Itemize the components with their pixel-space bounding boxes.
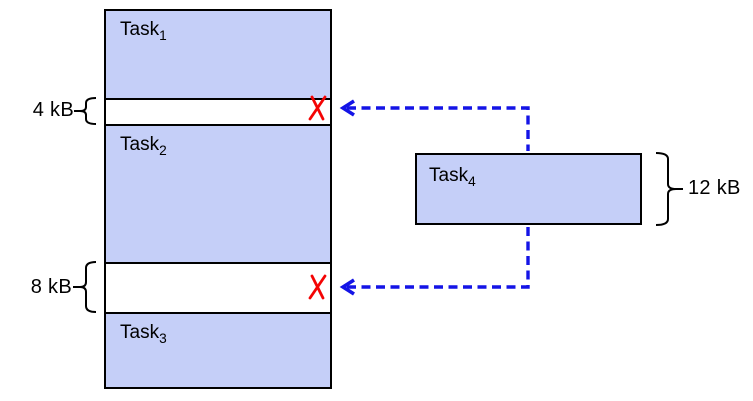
dashed-arrow-to-8kb-gap [347,227,530,289]
memory-column: Task1 Task2 Task3 [104,9,332,389]
task4-subscript: 4 [468,173,476,189]
task4-block: Task4 [415,153,642,225]
brace-12kb-icon [655,152,683,226]
arrowhead-left-8kb-icon [339,278,355,296]
memory-gap-4kb [106,100,330,124]
gap1-size-label: 4 kB [32,99,74,121]
task4-label: Task4 [429,165,476,189]
brace-4kb-icon [74,97,97,125]
memory-gap-8kb [106,264,330,312]
task3-label: Task3 [120,322,167,346]
gap2-size-label: 8 kB [30,276,72,298]
task4-size-label: 12 kB [688,177,741,199]
task1-label: Task1 [120,19,167,43]
memory-block-task1: Task1 [106,11,330,100]
task2-subscript: 2 [159,142,167,158]
memory-block-task3: Task3 [106,312,330,387]
memory-block-task2: Task2 [106,124,330,264]
task1-subscript: 1 [159,27,167,43]
arrowhead-left-4kb-icon [339,99,355,117]
task2-label: Task2 [120,134,167,158]
dashed-arrow-to-4kb-gap [347,106,530,151]
brace-8kb-icon [73,261,97,313]
task3-subscript: 3 [159,330,167,346]
